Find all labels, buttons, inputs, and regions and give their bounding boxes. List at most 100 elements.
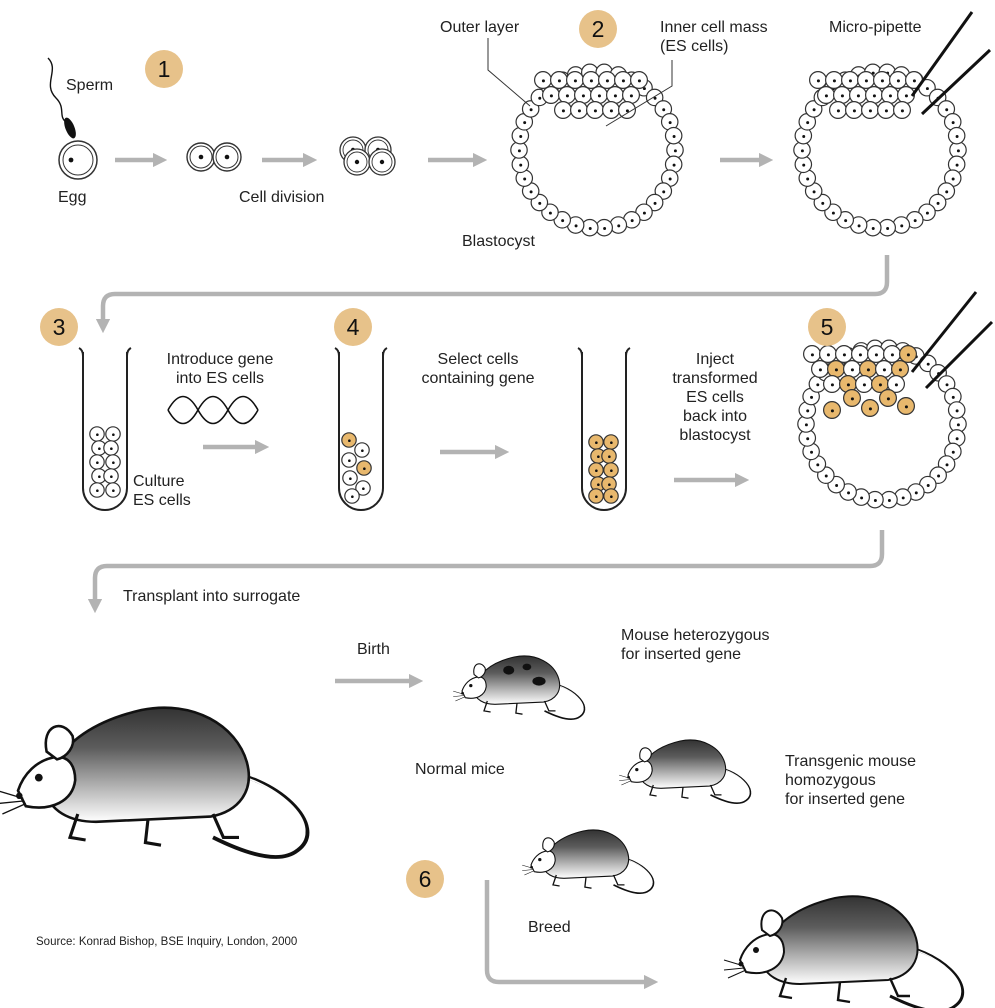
cell-icon — [826, 72, 843, 89]
cell-icon — [567, 72, 584, 89]
label-sperm: Sperm — [66, 76, 113, 95]
cell-icon — [852, 346, 869, 363]
flow-arrows — [95, 160, 887, 982]
cell-icon — [820, 346, 837, 363]
surrogate-mouse-icon — [0, 708, 307, 857]
cell-icon — [836, 346, 853, 363]
label-select-cells: Select cells containing gene — [408, 350, 548, 388]
cell-icon — [604, 435, 618, 449]
test-tube-icon — [335, 348, 387, 510]
cell-icon — [818, 87, 835, 104]
cell-icon — [850, 87, 867, 104]
cell-icon — [559, 87, 576, 104]
cell-icon — [876, 361, 893, 378]
cell-icon — [804, 346, 821, 363]
cell-icon — [948, 127, 964, 143]
egg-icon — [59, 141, 97, 179]
label-heterozygous: Mouse heterozygous for inserted gene — [621, 626, 770, 664]
cell-icon — [615, 72, 632, 89]
cell-icon — [880, 390, 897, 407]
cell-icon — [213, 143, 241, 171]
cell-icon — [828, 361, 845, 378]
cell-icon — [603, 102, 620, 119]
cell-icon — [355, 443, 369, 457]
cell-icon — [890, 72, 907, 89]
cell-icon — [344, 149, 370, 175]
step-badge-2: 2 — [579, 10, 617, 48]
offspring-mouse-icon — [724, 896, 963, 1008]
step-badge-3: 3 — [40, 308, 78, 346]
cell-icon — [555, 102, 572, 119]
cell-icon — [812, 361, 829, 378]
cell-icon — [342, 453, 356, 467]
cell-icon — [90, 455, 104, 469]
cell-icon — [858, 72, 875, 89]
cell-icon — [599, 72, 616, 89]
cell-icon — [90, 427, 104, 441]
cell-icon — [602, 449, 616, 463]
cell-icon — [882, 87, 899, 104]
cell-icon — [357, 461, 371, 475]
label-introduce-gene: Introduce gene into ES cells — [150, 350, 290, 388]
label-transplant: Transplant into surrogate — [123, 587, 300, 606]
test-tube-icon — [79, 348, 131, 510]
cell-icon — [862, 400, 879, 417]
cell-icon — [582, 219, 598, 235]
source-credit: Source: Konrad Bishop, BSE Inquiry, Lond… — [36, 936, 297, 948]
cell-icon — [892, 361, 909, 378]
cell-icon — [535, 72, 552, 89]
cell-icon — [571, 102, 588, 119]
cell-icon — [631, 72, 648, 89]
cell-icon — [551, 72, 568, 89]
cell-icon — [623, 87, 640, 104]
label-cell-division: Cell division — [239, 188, 324, 207]
sperm-icon — [48, 58, 78, 140]
cell-icon — [104, 441, 118, 455]
cell-icon — [824, 376, 841, 393]
cell-icon — [844, 390, 861, 407]
cell-icon — [106, 427, 120, 441]
cell-icon — [884, 346, 901, 363]
label-culture-es-cells: Culture ES cells — [133, 472, 191, 510]
label-inner-cell-mass: Inner cell mass (ES cells) — [660, 18, 768, 56]
label-birth: Birth — [357, 640, 390, 659]
homozygous-mouse-icon — [619, 740, 750, 803]
label-inject-cells: Inject transformed ES cells back into bl… — [650, 350, 780, 445]
step-badge-4: 4 — [334, 308, 372, 346]
cell-icon — [607, 87, 624, 104]
blastocyst-icon — [511, 64, 683, 236]
cell-icon — [589, 489, 603, 503]
step-badge-1: 1 — [145, 50, 183, 88]
cell-icon — [604, 463, 618, 477]
step-badge-6: 6 — [406, 860, 444, 898]
cell-icon — [575, 87, 592, 104]
cell-icon — [343, 471, 357, 485]
cell-icon — [894, 102, 911, 119]
cell-icon — [874, 72, 891, 89]
cell-icon — [824, 402, 841, 419]
cell-icon — [846, 102, 863, 119]
cell-icon — [106, 483, 120, 497]
leader-outer-layer — [488, 38, 530, 106]
cell-icon — [893, 217, 909, 233]
heterozygous-mouse-icon — [453, 656, 584, 719]
normal-mouse-icon — [522, 830, 653, 893]
label-blastocyst: Blastocyst — [462, 232, 535, 251]
cell-icon — [543, 87, 560, 104]
cell-icon — [900, 346, 917, 363]
cell-icon — [369, 149, 395, 175]
micro-pipette-icon — [926, 322, 992, 388]
cell-icon — [830, 102, 847, 119]
micro-pipettes — [912, 12, 992, 388]
micro-pipette-icon — [912, 292, 976, 372]
cell-icon — [604, 489, 618, 503]
cell-icon — [345, 489, 359, 503]
cell-icon — [104, 469, 118, 483]
cell-icon — [860, 361, 877, 378]
cell-icon — [866, 87, 883, 104]
cell-icon — [834, 87, 851, 104]
cell-icon — [842, 72, 859, 89]
cell-icon — [862, 102, 879, 119]
cell-icon — [665, 127, 681, 143]
